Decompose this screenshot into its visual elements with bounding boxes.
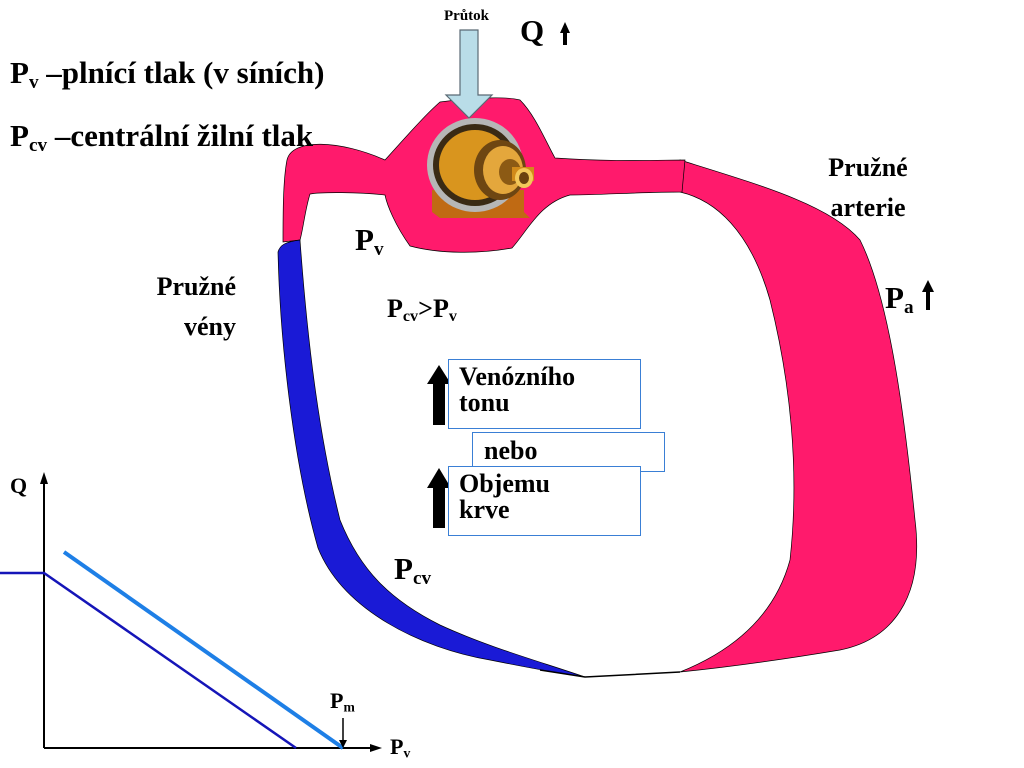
subscript: v: [403, 745, 411, 761]
label-line: arterie: [830, 193, 906, 222]
subscript: cv: [412, 567, 432, 589]
pcv-label: Pcv: [394, 553, 431, 588]
symbol: P: [885, 280, 904, 315]
symbol: P: [394, 551, 413, 586]
blood-volume-text: Objemu krve: [459, 471, 550, 523]
pv-label: Pv: [355, 224, 384, 259]
definition-text: –plnící tlak (v síních): [38, 55, 325, 90]
flow-down-arrow: [444, 29, 494, 119]
flow-q-label: Q: [520, 13, 545, 48]
subscript: cv: [28, 134, 48, 156]
or-box: [472, 432, 665, 472]
graph-x-axis-label: Pv: [390, 736, 410, 760]
box-line: krve: [459, 495, 510, 524]
label-line: vény: [184, 312, 236, 341]
subscript: m: [343, 699, 355, 715]
subscript: a: [903, 296, 914, 318]
definition-text: –centrální žilní tlak: [47, 118, 314, 153]
symbol: P: [355, 222, 374, 257]
symbol: P: [10, 118, 29, 153]
elastic-arteries-label: Pružné arterie: [800, 155, 936, 221]
graph-y-axis-arrowhead: [40, 472, 48, 484]
symbol: P: [432, 294, 449, 323]
label-line: Pružné: [828, 153, 908, 182]
label-line: Pružné: [156, 272, 236, 301]
symbol: P: [390, 734, 404, 759]
elastic-arteries-band: [679, 159, 917, 673]
box-line: tonu: [459, 388, 510, 417]
graph-y-axis-label: Q: [10, 473, 28, 498]
elastic-veins-label: Pružné vény: [100, 274, 236, 340]
operator: >: [418, 294, 433, 323]
venous-return-curve-baseline: [0, 571, 297, 750]
pa-up-arrow: [922, 280, 934, 310]
box-line: Objemu: [459, 469, 550, 498]
blood-volume-box: [448, 466, 641, 536]
subscript: cv: [402, 308, 419, 326]
symbol: P: [10, 55, 29, 90]
venous-tone-up-arrow: [427, 365, 451, 425]
q-up-arrow: [560, 22, 570, 45]
box-line: Venózního: [459, 362, 576, 391]
symbol: P: [330, 688, 344, 713]
pa-label: Pa: [885, 282, 914, 317]
or-text: nebo: [484, 436, 538, 465]
symbol: P: [387, 294, 403, 323]
mean-filling-pressure-label: Pm: [330, 690, 355, 714]
subscript: v: [448, 308, 457, 326]
flow-label: Průtok: [444, 8, 489, 24]
definition-central-venous-pressure: Pcv –centrální žilní tlak: [10, 120, 313, 155]
volume-up-arrow: [427, 468, 451, 528]
graph-x-axis-arrowhead: [370, 744, 382, 752]
pressure-comparison: Pcv>Pv: [387, 296, 457, 325]
venous-return-curve-shifted: [62, 550, 345, 750]
definition-filling-pressure: Pv –plnící tlak (v síních): [10, 57, 324, 92]
subscript: v: [28, 71, 39, 93]
venous-return-graph: [0, 472, 382, 752]
subscript: v: [373, 238, 384, 260]
pump-motor-icon: [427, 118, 534, 218]
venous-tone-box: [448, 359, 641, 429]
venous-tone-text: Venózního tonu: [459, 364, 575, 416]
circuit-bottom-line: [539, 669, 681, 678]
